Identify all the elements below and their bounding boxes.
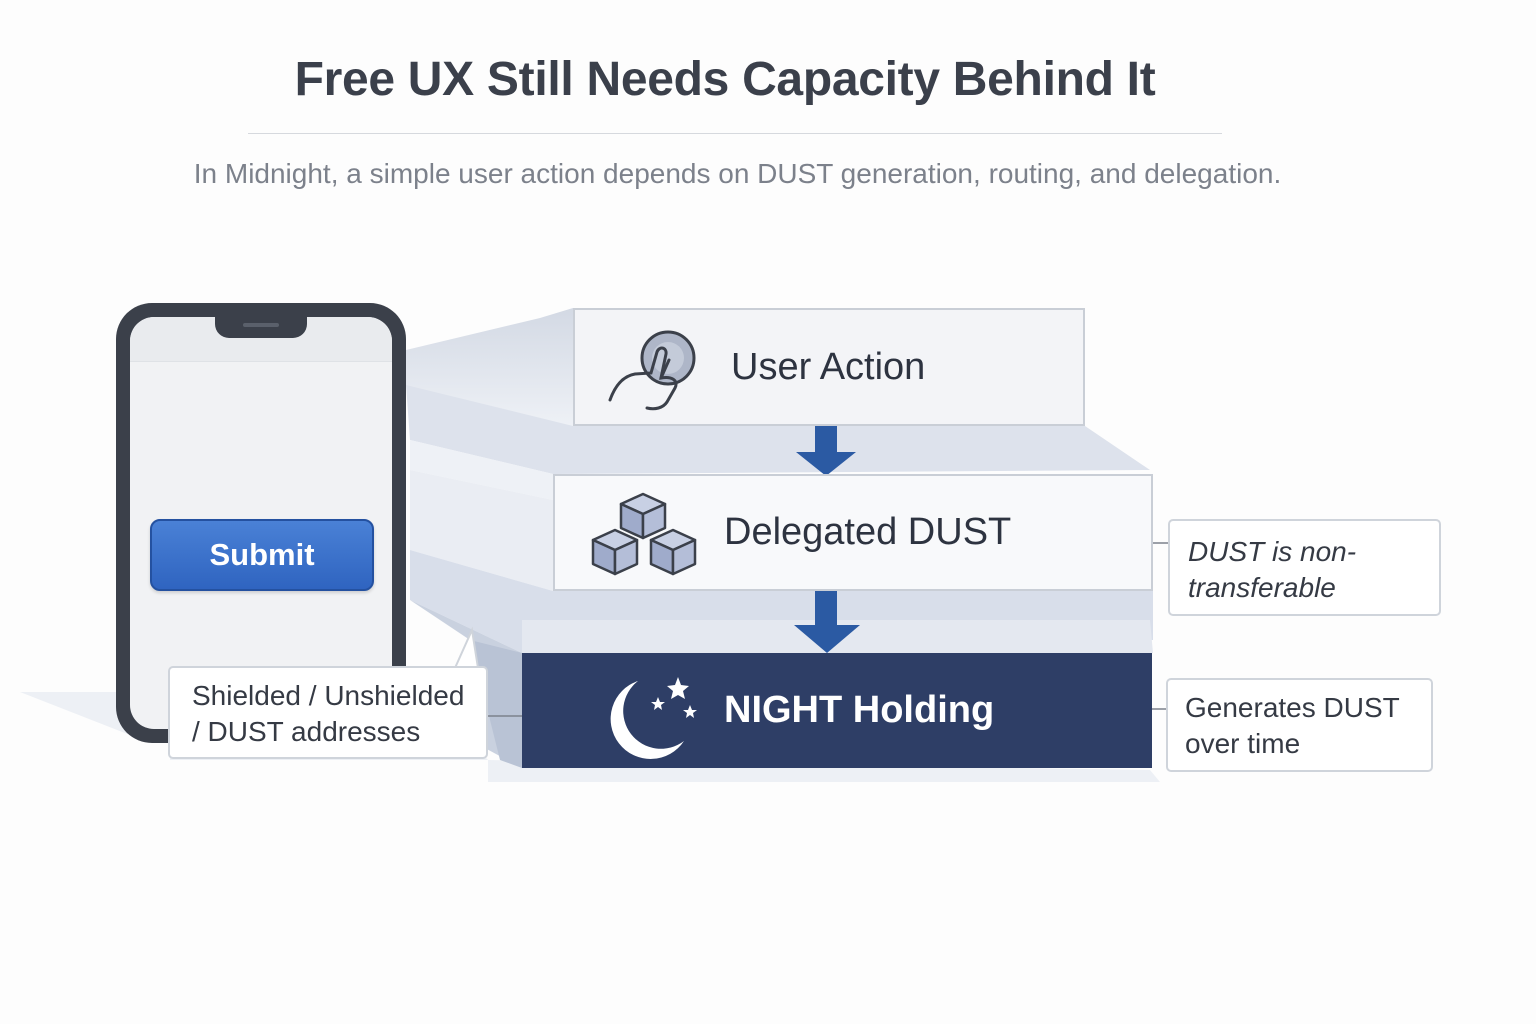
layer-delegated-dust: Delegated DUST [553, 474, 1153, 591]
callout-line: / DUST addresses [192, 714, 486, 750]
callout-addresses: Shielded / Unshielded / DUST addresses [168, 666, 488, 759]
phone-speaker [243, 323, 279, 327]
layer-label: User Action [731, 346, 925, 389]
layer-night-holding: NIGHT Holding [522, 653, 1152, 768]
layer-user-action: User Action [573, 308, 1085, 426]
callout-line: transferable [1188, 570, 1439, 606]
callout-line: Generates DUST [1185, 690, 1431, 726]
layer-label: NIGHT Holding [724, 689, 994, 732]
callout-line: Shielded / Unshielded [192, 678, 486, 714]
callout-generates-dust: Generates DUST over time [1166, 678, 1433, 772]
phone-notch [215, 317, 307, 338]
layer-label: Delegated DUST [724, 511, 1011, 554]
cubes-icon [591, 490, 701, 580]
moon-stars-icon [600, 675, 700, 761]
callout-line: over time [1185, 726, 1431, 762]
callout-non-transferable: DUST is non- transferable [1168, 519, 1441, 616]
hand-tap-icon [605, 326, 700, 416]
callout-line: DUST is non- [1188, 534, 1439, 570]
submit-button[interactable]: Submit [150, 519, 374, 591]
